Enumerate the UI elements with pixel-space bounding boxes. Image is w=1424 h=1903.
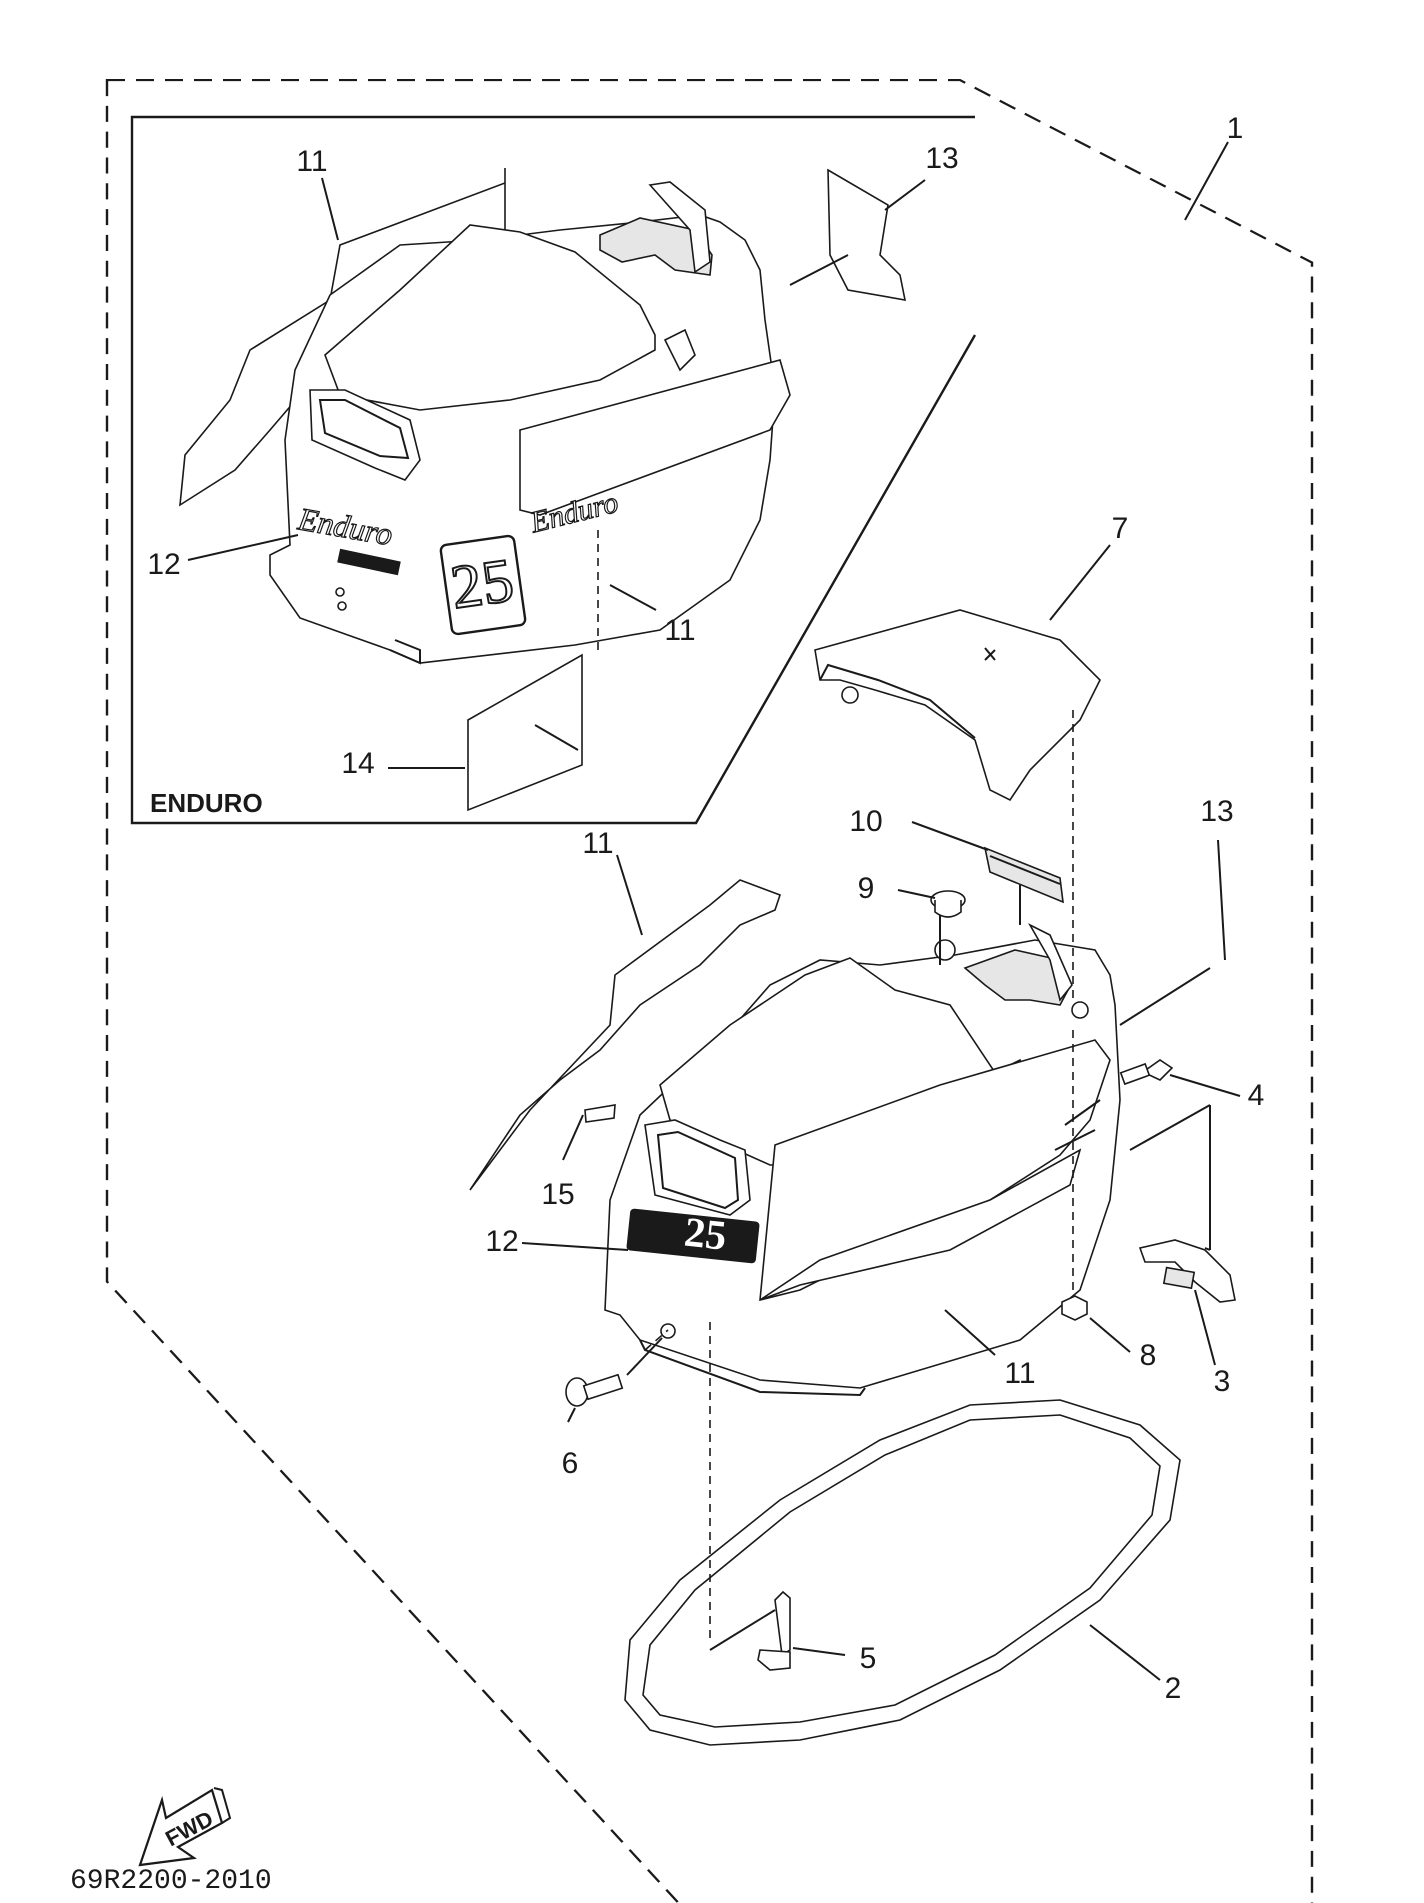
callout-11-main-top: 11 [582, 827, 613, 860]
callout-13-main: 13 [1200, 795, 1233, 828]
inset-frame [130, 115, 977, 825]
callout-1: 1 [1227, 112, 1244, 145]
callout-11-main-bottom: 11 [1004, 1357, 1035, 1390]
callout-6: 6 [562, 1447, 579, 1480]
fwd-arrow-icon: FWD [138, 1787, 232, 1867]
callout-9: 9 [858, 872, 875, 905]
assembly-boundary [105, 79, 1314, 1903]
inset-hp-decal: 25 [447, 546, 518, 622]
part-10-rubber-strip [983, 846, 1064, 904]
part-5-clip [757, 1590, 791, 1671]
callout-12-inset: 12 [147, 548, 180, 581]
inset-top-cowling: 25 Enduro Enduro [179, 168, 907, 812]
leader-lines [187, 141, 1241, 1681]
part-9-grommet [930, 890, 966, 918]
callout-11-inset-bottom: 11 [664, 614, 695, 647]
callout-7: 7 [1112, 512, 1129, 545]
callout-3: 3 [1214, 1365, 1231, 1398]
part-3-bracket [1138, 1239, 1236, 1303]
main-hp-decal: 25 [682, 1210, 729, 1260]
part-7-handle-cover [814, 609, 1101, 802]
part-8-nut [1061, 1295, 1088, 1321]
callout-13-inset: 13 [925, 142, 958, 175]
callout-12-main: 12 [485, 1225, 518, 1258]
part-6-screw [565, 1373, 624, 1407]
callout-8: 8 [1140, 1339, 1157, 1372]
callout-labels: 1 2 3 4 5 6 7 8 9 10 11 11 11 11 12 12 1… [147, 112, 1264, 1705]
drawing-code: 69R2200-2010 [70, 1866, 272, 1897]
part-4-screw [1119, 1059, 1174, 1086]
inset-enduro-label: ENDURO [150, 788, 263, 818]
main-top-cowling: 25 [469, 879, 1121, 1397]
callout-10: 10 [849, 805, 882, 838]
callout-2: 2 [1165, 1672, 1182, 1705]
callout-15: 15 [541, 1178, 574, 1211]
callout-14: 14 [341, 747, 374, 780]
part-2-seal [624, 1399, 1181, 1746]
callout-11-inset-top: 11 [296, 145, 327, 178]
callout-5: 5 [860, 1642, 877, 1675]
callout-4: 4 [1248, 1079, 1265, 1112]
